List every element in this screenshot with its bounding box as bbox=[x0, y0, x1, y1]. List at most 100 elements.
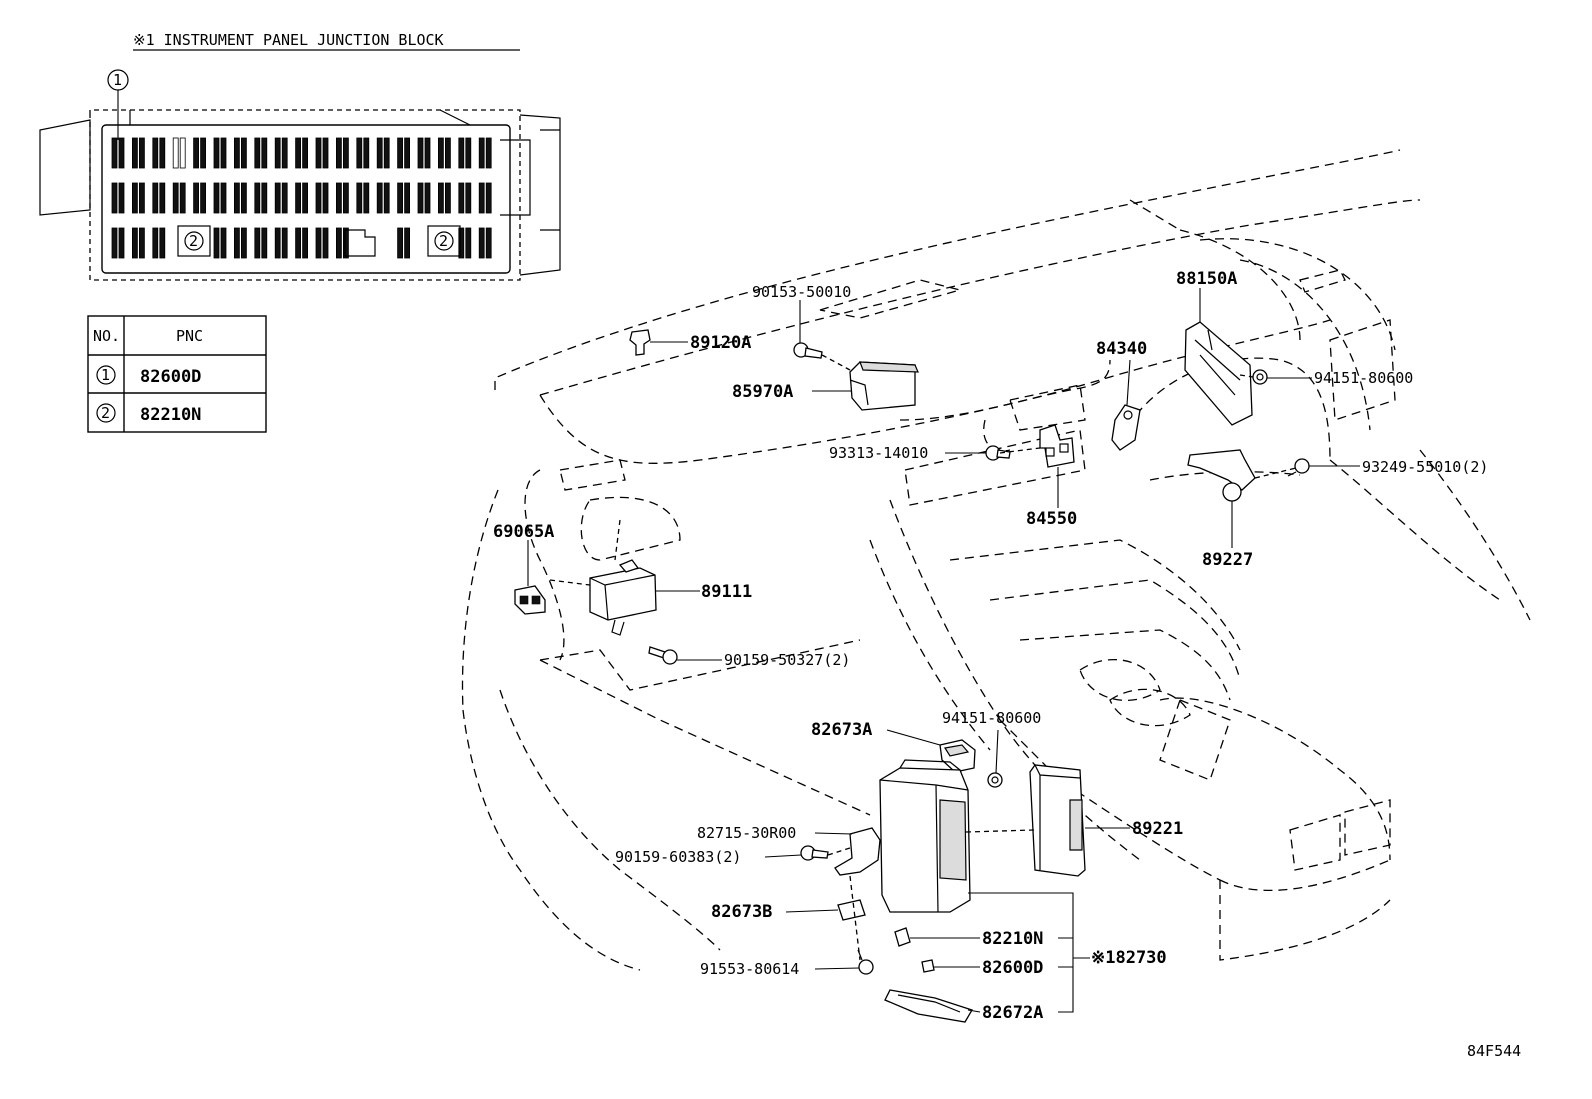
part-82210N-fuse bbox=[894, 927, 911, 947]
fuse-slot bbox=[233, 227, 240, 259]
fuse-slot bbox=[118, 137, 125, 169]
table-row-2-no: 2 bbox=[101, 404, 110, 422]
fuse-slot bbox=[335, 137, 342, 169]
fuse-slot bbox=[131, 227, 138, 259]
fuse-slot bbox=[458, 227, 465, 259]
fuse-slot bbox=[465, 182, 472, 214]
fuse-slot bbox=[363, 182, 370, 214]
fuse-slot bbox=[254, 227, 261, 259]
fuse-slot bbox=[274, 137, 281, 169]
fuse-slot bbox=[118, 227, 125, 259]
fuse-slot bbox=[458, 182, 465, 214]
table-row-1-no: 1 bbox=[101, 366, 110, 384]
fuse-slot bbox=[261, 227, 268, 259]
fuse-slot bbox=[131, 182, 138, 214]
part-90153-50010-bolt bbox=[793, 342, 823, 359]
part-90159-50327-bolt bbox=[648, 646, 678, 665]
part-82673B-cover bbox=[837, 899, 866, 921]
part-94151-80600-nut-mid bbox=[987, 772, 1003, 788]
label-94151-80600-top: 94151-80600 bbox=[1314, 369, 1413, 387]
fuse-slot bbox=[220, 227, 227, 259]
fuse-slot bbox=[397, 227, 404, 259]
fuse-slot bbox=[424, 182, 431, 214]
fuse-slot bbox=[404, 137, 411, 169]
part-85970A-sensor bbox=[849, 361, 919, 411]
label-82210N: 82210N bbox=[982, 929, 1043, 949]
fuse-slot bbox=[465, 137, 472, 169]
fuse-slot bbox=[356, 137, 363, 169]
label-85970A: 85970A bbox=[732, 382, 793, 402]
part-89111-receiver bbox=[589, 559, 657, 636]
fuse-slot bbox=[342, 227, 349, 259]
fuse-slot bbox=[465, 227, 472, 259]
label-90159-60383: 90159-60383(2) bbox=[615, 848, 741, 866]
fuse-slot bbox=[335, 182, 342, 214]
label-88150A: 88150A bbox=[1176, 269, 1237, 289]
fuse-slot bbox=[315, 137, 322, 169]
diagram-title: ※1 INSTRUMENT PANEL JUNCTION BLOCK bbox=[133, 31, 444, 49]
fuse-slot bbox=[172, 182, 179, 214]
figure-id: 84F544 bbox=[1467, 1042, 1521, 1060]
fuse-slot bbox=[302, 137, 309, 169]
dashboard-outline bbox=[461, 149, 1531, 971]
label-89221: 89221 bbox=[1132, 819, 1183, 839]
fuse-slot bbox=[295, 182, 302, 214]
marker-1-top: 1 bbox=[107, 69, 129, 140]
label-82600D: 82600D bbox=[982, 958, 1043, 978]
table-row-2-pnc: 82210N bbox=[140, 405, 201, 425]
part-84550-bracket bbox=[1039, 424, 1075, 468]
fuse-slot bbox=[240, 227, 247, 259]
fuse-slot bbox=[322, 137, 329, 169]
part-82673A-cover bbox=[939, 739, 976, 773]
fuse-slot bbox=[152, 137, 159, 169]
fuse-slot bbox=[356, 182, 363, 214]
connector-slot bbox=[344, 229, 376, 257]
fuse-slot bbox=[322, 227, 329, 259]
fuse-slot bbox=[152, 182, 159, 214]
label-84550: 84550 bbox=[1026, 509, 1077, 529]
fuse-slot bbox=[111, 227, 118, 259]
fuse-slot bbox=[200, 182, 207, 214]
junction-block-illustration: 1 2 2 bbox=[39, 69, 561, 281]
part-labels: 90153-50010 89120A 85970A 88150A 84340 9… bbox=[493, 269, 1488, 1023]
part-82730-junction-block bbox=[879, 759, 971, 913]
fuse-slot bbox=[152, 227, 159, 259]
fuse-slot bbox=[200, 137, 207, 169]
fuse-slot bbox=[220, 182, 227, 214]
svg-text:2: 2 bbox=[439, 232, 448, 250]
fuse-slot bbox=[261, 182, 268, 214]
label-93249-55010: 93249-55010(2) bbox=[1362, 458, 1488, 476]
fuse-slot bbox=[315, 227, 322, 259]
fuse-slot bbox=[335, 227, 342, 259]
fuse-slot bbox=[485, 227, 492, 259]
fuse-slot bbox=[478, 137, 485, 169]
label-90159-50327: 90159-50327(2) bbox=[724, 651, 850, 669]
fuse-slot bbox=[193, 137, 200, 169]
part-89221-ecu bbox=[1029, 764, 1086, 877]
label-82673A: 82673A bbox=[811, 720, 872, 740]
marker-2-left: 2 bbox=[177, 225, 211, 257]
part-69065A-connector bbox=[514, 585, 546, 615]
part-89120A-clip bbox=[629, 329, 651, 356]
fuse-slot bbox=[213, 137, 220, 169]
fuse-slot bbox=[111, 182, 118, 214]
fuse-slot bbox=[179, 137, 186, 169]
assembly-lines bbox=[549, 354, 1297, 961]
fuse-slot bbox=[240, 182, 247, 214]
part-93313-14010-bolt bbox=[985, 445, 1011, 461]
fuse-slot bbox=[111, 137, 118, 169]
fuse-slot bbox=[172, 137, 179, 169]
fuse-slot bbox=[458, 137, 465, 169]
fuse-slot bbox=[363, 137, 370, 169]
leader-lines bbox=[527, 288, 1360, 1013]
part-88150A-module bbox=[1184, 321, 1253, 426]
fuse-slot bbox=[444, 137, 451, 169]
fuse-slot bbox=[281, 227, 288, 259]
fuse-slot bbox=[424, 137, 431, 169]
fuse-slot bbox=[138, 137, 145, 169]
fuse-slot bbox=[159, 227, 166, 259]
table-row-1-pnc: 82600D bbox=[140, 367, 201, 387]
label-94151-80600-mid: 94151-80600 bbox=[942, 709, 1041, 727]
label-82673B: 82673B bbox=[711, 902, 772, 922]
